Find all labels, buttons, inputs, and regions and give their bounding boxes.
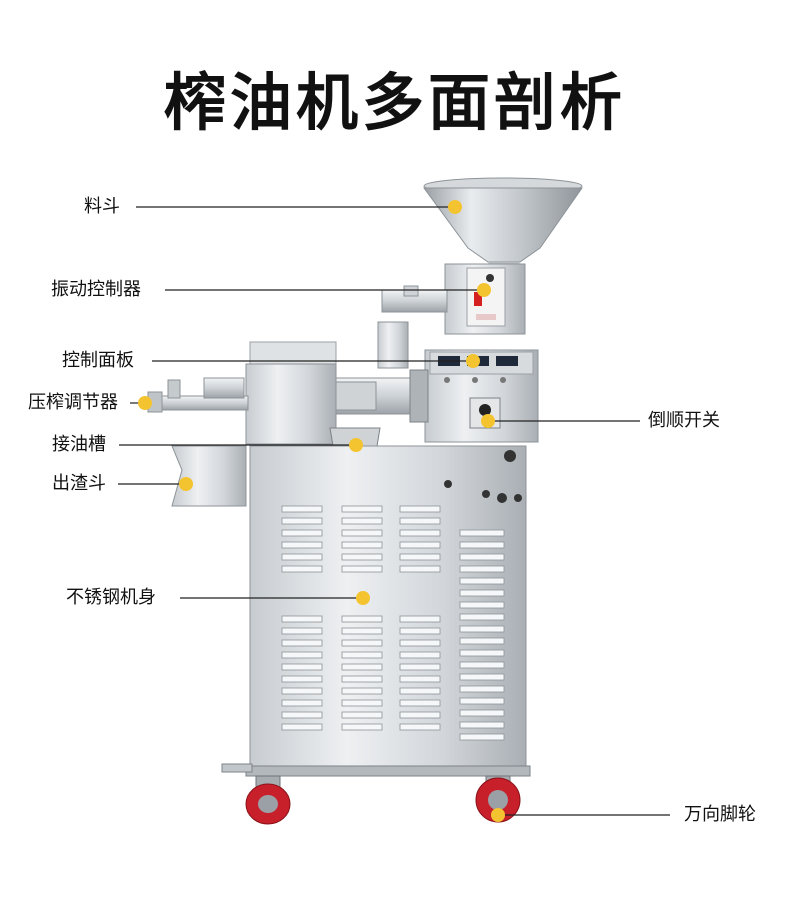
callout-markers [138,200,505,822]
page-title: 榨油机多面剖析 [163,66,626,139]
caster-wheels [245,775,521,825]
stainless-steel-body [249,445,527,771]
label-oil-tank: 接油槽 [52,434,106,455]
control-panel-block [424,349,539,443]
label-vibration-controller: 振动控制器 [51,279,141,300]
slag-hopper [171,445,247,507]
vibration-controller-box [444,263,526,335]
label-press-regulator: 压榨调节器 [28,392,118,413]
label-slag-hopper: 出渣斗 [52,473,106,494]
label-control-panel: 控制面板 [62,350,134,371]
label-hopper: 料斗 [84,196,120,217]
press-barrel [147,341,429,445]
label-casters: 万向脚轮 [684,804,756,825]
label-reverse-switch: 倒顺开关 [648,410,720,431]
label-body: 不锈钢机身 [66,587,156,608]
leader-lines [118,206,670,816]
hopper [423,177,583,268]
